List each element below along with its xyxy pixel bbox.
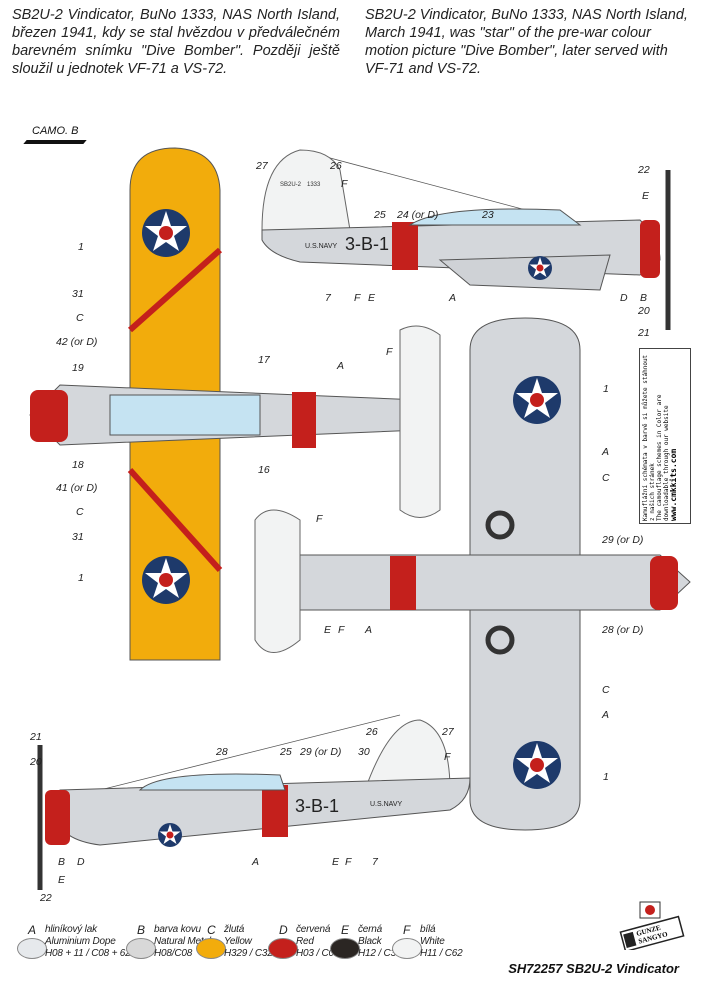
callout: A [365,624,373,636]
callout: 28 [216,746,228,758]
callout: 24 (or D) [397,209,439,221]
callout: D [77,856,85,868]
tail-text: SB2U-2 [280,182,302,188]
callout: 1 [603,771,609,783]
callout: 21 [30,731,42,743]
callout: 7 [372,856,378,868]
callout: A [337,360,345,372]
callout: C [602,472,610,484]
bottom-view [254,317,691,831]
callout: 1 [78,241,84,253]
callout: 17 [258,354,270,366]
note-czech: Kamuflážní schémata v barvě si můžete st… [642,354,656,521]
callout: B [640,292,648,304]
callout: E [58,874,66,886]
callout: 26 [330,160,342,172]
intro-czech: SB2U-2 Vindicator, BuNo 1333, NAS North … [12,7,340,77]
callout: 22 [40,892,52,904]
callout: A [602,709,610,721]
callout: 29 (or D) [300,746,342,758]
callout: 21 [638,327,650,339]
callout: 1 [78,572,84,584]
callout: 19 [72,362,84,374]
fuselage-code-left: 3-B-1 [295,796,339,816]
callout: E [324,624,332,636]
callout: A [602,446,610,458]
callout: B [58,856,66,868]
callout: 7 [325,292,331,304]
callout: 22 [638,164,650,176]
callout: 29 (or D) [602,534,644,546]
callout: E [332,856,340,868]
callout: 25 [280,746,292,758]
callout: 28 (or D) [602,624,644,636]
callout: F [444,751,451,763]
website-note: Kamuflážní schémata v barvě si můžete st… [632,348,702,535]
callout: F [338,624,345,636]
top-view [29,147,441,661]
callout: D [620,292,628,304]
callout: A [252,856,260,868]
callout: 26 [366,726,378,738]
callout: C [76,312,84,324]
callout: 41 (or D) [56,482,98,494]
callout: E [368,292,376,304]
product-code: SH72257 SB2U-2 Vindicator [508,961,679,976]
callout: F [386,346,393,358]
callout: 30 [358,746,370,758]
callout: 20 [30,756,42,768]
callout: E [642,190,650,202]
website-link[interactable]: www.cmkkits.com [669,448,678,521]
callout: 25 [374,209,386,221]
callout: 27 [442,726,454,738]
fuselage-code: 3-B-1 [345,234,389,254]
side-view-left: 3-B-1 U.S.NAVY [37,714,471,890]
callout: F [316,513,323,525]
bu-no: 1333 [307,182,321,188]
callout: 31 [72,531,84,543]
side-view-right: SB2U-2 1333 U.S.NAVY 3-B-1 [261,149,671,330]
callout: 42 (or D) [56,336,98,348]
callout: 27 [256,160,268,172]
camo-label: CAMO. B [32,125,79,137]
callout: C [602,684,610,696]
callout: 18 [72,459,84,471]
navy-text-left: U.S.NAVY [370,801,402,808]
callout: A [449,292,457,304]
callout: F [345,856,352,868]
callout: 20 [638,305,650,317]
callout: 31 [72,288,84,300]
callout: 1 [603,383,609,395]
callout: 16 [258,464,270,476]
callout: C [76,506,84,518]
callout: F [354,292,361,304]
callout: 23 [482,209,494,221]
callout: F [341,178,348,190]
note-english: The camouflage schemes in Color are down… [656,394,670,521]
navy-text: U.S.NAVY [305,243,337,250]
intro-english: SB2U-2 Vindicator, BuNo 1333, NAS North … [365,7,688,77]
